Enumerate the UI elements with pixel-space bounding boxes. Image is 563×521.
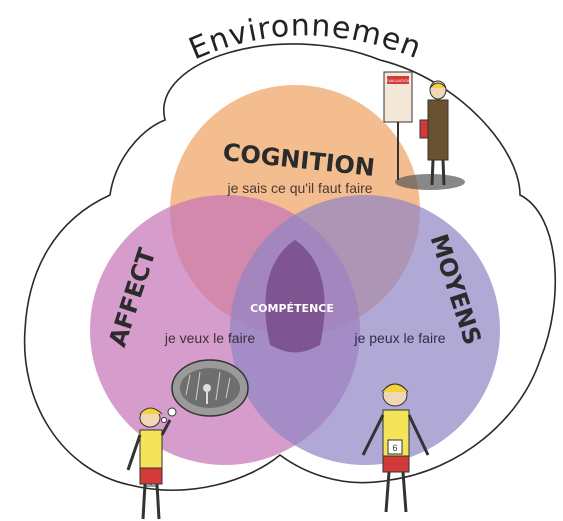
moyens-caption: je peux le faire	[353, 330, 445, 346]
confused-runner-icon: 6	[361, 383, 430, 513]
rain-cloud-thought-icon	[161, 359, 249, 423]
competence-center	[265, 240, 325, 353]
affect-caption: je veux le faire	[164, 330, 255, 346]
competence-label: COMPÉTENCE	[250, 302, 334, 315]
svg-text:ÉVALUATION: ÉVALUATION	[386, 78, 411, 83]
thinking-runner-icon: 6	[126, 407, 172, 520]
cognition-caption: je sais ce qu'il faut faire	[226, 180, 372, 196]
svg-text:6: 6	[392, 443, 397, 453]
teacher-with-sign-icon: ÉVALUATION	[383, 71, 465, 190]
